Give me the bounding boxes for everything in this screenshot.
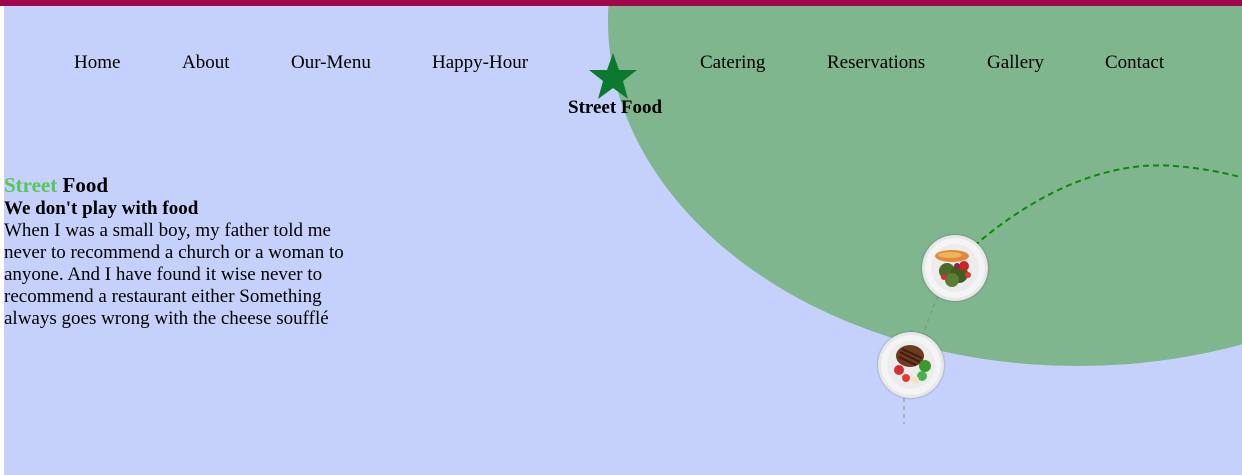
- nav-home[interactable]: Home: [74, 52, 121, 73]
- hero-section: Street Food We don't play with food When…: [4, 172, 364, 330]
- star-icon: [589, 53, 637, 99]
- hero-body: When I was a small boy, my father told m…: [4, 220, 344, 329]
- hero-title-accent: Street: [4, 173, 58, 197]
- nav-gallery[interactable]: Gallery: [987, 52, 1044, 73]
- salad-plate-image: [922, 235, 988, 301]
- top-accent-bar: [0, 0, 1242, 6]
- logo-text: Street Food: [568, 97, 663, 118]
- hero-title-rest: Food: [62, 173, 109, 197]
- nav-contact[interactable]: Contact: [1105, 52, 1165, 73]
- hero-subtitle: We don't play with food: [4, 198, 199, 219]
- left-edge-strip: [0, 6, 4, 475]
- nav-about[interactable]: About: [182, 52, 230, 73]
- nav-reservations[interactable]: Reservations: [827, 52, 926, 73]
- nav-our-menu[interactable]: Our-Menu: [291, 52, 371, 73]
- nav-happy-hour[interactable]: Happy-Hour: [432, 52, 529, 73]
- steak-plate-image: [878, 332, 944, 398]
- hero-title: Street Food: [4, 172, 364, 198]
- page: Home About Our-Menu Happy-Hour Catering …: [4, 6, 1242, 475]
- nav-catering[interactable]: Catering: [700, 52, 766, 73]
